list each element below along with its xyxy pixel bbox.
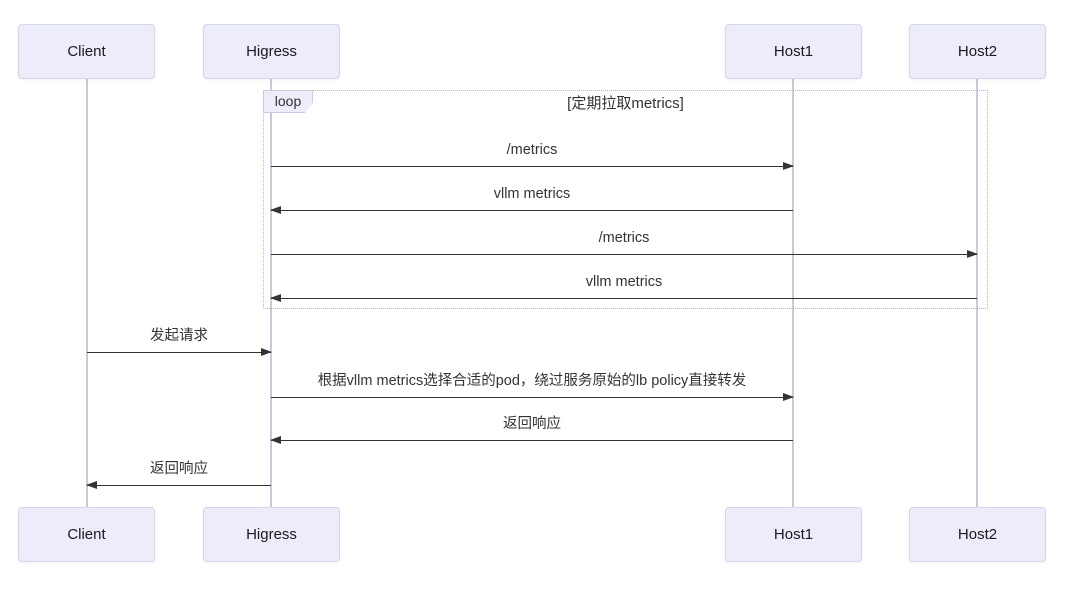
message-label: /metrics bbox=[506, 142, 558, 158]
message-line bbox=[270, 206, 793, 214]
arrowhead-icon bbox=[270, 206, 281, 214]
message-line bbox=[87, 348, 272, 356]
message-line bbox=[86, 481, 271, 489]
message-line bbox=[270, 436, 793, 444]
actor-box-host1-bottom: Host1 bbox=[725, 507, 862, 562]
actor-box-host1-top: Host1 bbox=[725, 24, 862, 79]
message-label: 返回响应 bbox=[503, 416, 561, 432]
message-label: 根据vllm metrics选择合适的pod，绕过服务原始的lb policy直… bbox=[317, 373, 747, 389]
lifeline-higress bbox=[270, 79, 272, 507]
loop-label: loop bbox=[263, 90, 313, 113]
actor-box-higress-bottom: Higress bbox=[203, 507, 340, 562]
arrowhead-icon bbox=[86, 481, 97, 489]
message-line bbox=[271, 250, 978, 258]
message-line bbox=[271, 393, 794, 401]
actor-box-client-top: Client bbox=[18, 24, 155, 79]
loop-frame bbox=[263, 90, 988, 309]
arrowhead-icon bbox=[270, 436, 281, 444]
message-line bbox=[271, 162, 794, 170]
arrowhead-icon bbox=[783, 393, 794, 401]
message-label: vllm metrics bbox=[493, 186, 571, 202]
arrowhead-icon bbox=[783, 162, 794, 170]
actor-box-host2-bottom: Host2 bbox=[909, 507, 1046, 562]
actor-box-host2-top: Host2 bbox=[909, 24, 1046, 79]
message-label: 返回响应 bbox=[150, 461, 208, 477]
actor-box-client-bottom: Client bbox=[18, 507, 155, 562]
lifeline-client bbox=[86, 79, 88, 507]
arrowhead-icon bbox=[261, 348, 272, 356]
lifeline-host2 bbox=[976, 79, 978, 507]
message-label: vllm metrics bbox=[585, 274, 663, 290]
message-label: 发起请求 bbox=[150, 328, 208, 344]
actor-box-higress-top: Higress bbox=[203, 24, 340, 79]
loop-condition: [定期拉取metrics] bbox=[567, 95, 684, 112]
arrowhead-icon bbox=[270, 294, 281, 302]
message-line bbox=[270, 294, 977, 302]
lifeline-host1 bbox=[792, 79, 794, 507]
arrowhead-icon bbox=[967, 250, 978, 258]
message-label: /metrics bbox=[598, 230, 650, 246]
